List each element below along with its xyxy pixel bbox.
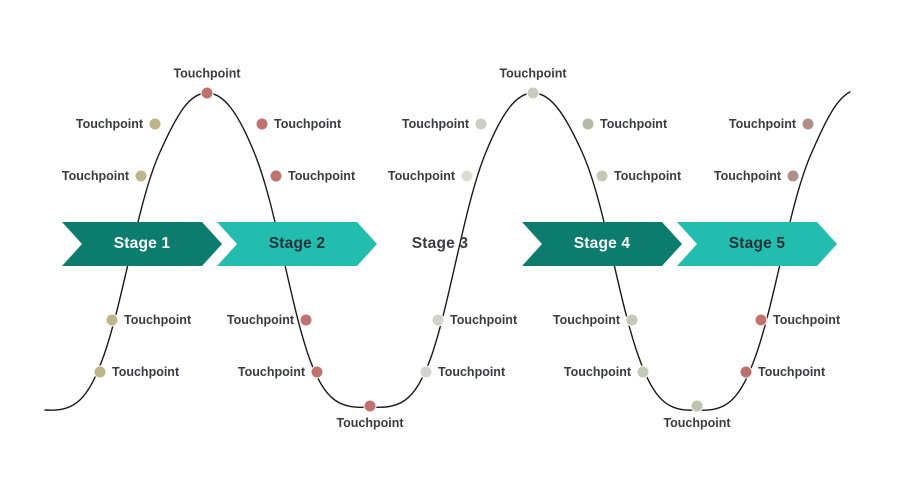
touchpoint-dot[interactable]: [299, 313, 313, 327]
touchpoint-label: Touchpoint: [288, 168, 356, 183]
journey-wave-curve: [44, 91, 851, 411]
stage-bar-3[interactable]: Stage 3: [385, 222, 495, 266]
touchpoint-label: Touchpoint: [61, 168, 129, 183]
touchpoint-dot[interactable]: [431, 313, 445, 327]
touchpoint-dot[interactable]: [739, 365, 753, 379]
touchpoint-label: Touchpoint: [713, 168, 781, 183]
touchpoint-dot[interactable]: [93, 365, 107, 379]
touchpoint-dot[interactable]: [690, 399, 704, 413]
touchpoint-label: Touchpoint: [728, 116, 796, 131]
touchpoint-label: Touchpoint: [387, 168, 455, 183]
touchpoint-dot[interactable]: [419, 365, 433, 379]
touchpoint-dot[interactable]: [786, 169, 800, 183]
touchpoint-dot[interactable]: [255, 117, 269, 131]
touchpoint-label: Touchpoint: [663, 416, 731, 430]
stage-bar-4[interactable]: Stage 4: [522, 222, 682, 266]
touchpoint-label: Touchpoint: [112, 364, 180, 379]
stage-bar-2[interactable]: Stage 2: [217, 222, 377, 266]
touchpoint-dot[interactable]: [581, 117, 595, 131]
touchpoint-label: Touchpoint: [237, 364, 305, 379]
touchpoint-label: Touchpoint: [552, 312, 620, 327]
touchpoint-label: Touchpoint: [614, 168, 682, 183]
stage-label: Stage 5: [728, 235, 786, 252]
touchpoint-dot[interactable]: [526, 86, 540, 100]
touchpoint-dot[interactable]: [625, 313, 639, 327]
touchpoint-dot[interactable]: [148, 117, 162, 131]
touchpoint-dot[interactable]: [754, 313, 768, 327]
touchpoint-dot[interactable]: [801, 117, 815, 131]
touchpoint-label: Touchpoint: [274, 116, 342, 131]
touchpoint-label: Touchpoint: [336, 416, 404, 430]
touchpoint-dot[interactable]: [134, 169, 148, 183]
touchpoint-label: Touchpoint: [401, 116, 469, 131]
touchpoint-dot[interactable]: [269, 169, 283, 183]
stage-label: Stage 3: [411, 235, 469, 252]
touchpoint-label: Touchpoint: [75, 116, 143, 131]
touchpoint-label: Touchpoint: [758, 364, 826, 379]
touchpoint-dot[interactable]: [460, 169, 474, 183]
touchpoint-dot[interactable]: [363, 399, 377, 413]
touchpoint-dot[interactable]: [636, 365, 650, 379]
touchpoint-label: Touchpoint: [600, 116, 668, 131]
touchpoint-dot[interactable]: [310, 365, 324, 379]
touchpoint-label: Touchpoint: [563, 364, 631, 379]
stage-label: Stage 2: [268, 235, 326, 252]
touchpoint-dot[interactable]: [474, 117, 488, 131]
touchpoint-dot[interactable]: [105, 313, 119, 327]
touchpoint-label: Touchpoint: [450, 312, 518, 327]
stage-bar-5[interactable]: Stage 5: [677, 222, 837, 266]
touchpoint-dot[interactable]: [200, 86, 214, 100]
touchpoint-dot-layer: [93, 86, 815, 413]
touchpoint-label: Touchpoint: [438, 364, 506, 379]
touchpoint-label: Touchpoint: [173, 66, 241, 81]
touchpoint-dot[interactable]: [595, 169, 609, 183]
stage-bar-1[interactable]: Stage 1: [62, 222, 222, 266]
touchpoint-label: Touchpoint: [773, 312, 841, 327]
stage-label: Stage 4: [573, 235, 631, 252]
touchpoint-label: Touchpoint: [124, 312, 192, 327]
stage-label: Stage 1: [113, 235, 171, 252]
touchpoint-label: Touchpoint: [226, 312, 294, 327]
touchpoint-label: Touchpoint: [499, 66, 567, 81]
